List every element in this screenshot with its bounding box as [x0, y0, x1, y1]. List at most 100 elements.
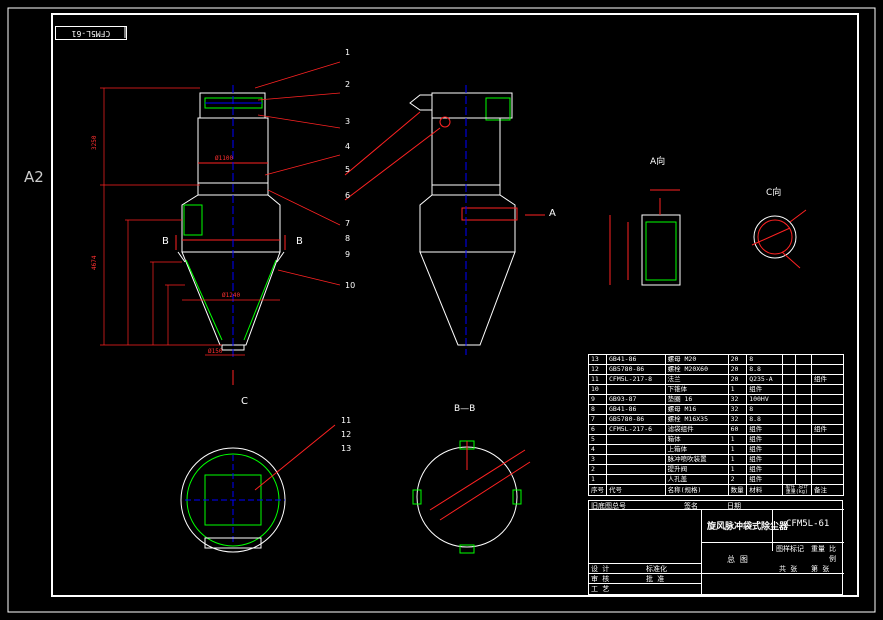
cell-w1	[781, 444, 797, 455]
cell-name: 滤袋组件	[664, 424, 729, 435]
svg-text:Ø150: Ø150	[208, 348, 223, 355]
cell-remark	[811, 434, 844, 445]
cell-remark	[811, 474, 844, 485]
review-label: 审 核	[591, 575, 610, 583]
cell-material: 8.8	[746, 414, 783, 425]
callout-11: 11	[341, 416, 352, 425]
cell-w2	[795, 354, 812, 365]
sheet-current: 第 张	[811, 565, 830, 573]
cell-remark	[811, 354, 844, 365]
header-total_weight: 总计	[798, 484, 809, 490]
cell-name: 螺母 M20	[664, 354, 729, 365]
cell-no: 12	[588, 364, 607, 375]
section-mark-b-right: B	[296, 236, 303, 247]
cell-w1	[781, 354, 797, 365]
standard-label: 标准化	[646, 565, 667, 573]
side-view	[344, 85, 545, 355]
section-arrows	[175, 235, 286, 385]
cell-remark	[811, 454, 844, 465]
cell-qty: 1	[727, 454, 748, 465]
front-dimensions	[100, 61, 341, 356]
svg-text:3250: 3250	[91, 135, 98, 150]
process-label: 工 艺	[591, 585, 610, 593]
assembly-label: 总 图	[727, 555, 748, 564]
cell-qty: 32	[727, 404, 748, 415]
cell-no: 13	[588, 354, 607, 365]
cell-w2	[795, 364, 812, 375]
callout-13: 13	[341, 444, 352, 453]
cell-no: 10	[588, 384, 607, 395]
cell-code	[606, 444, 666, 455]
cell-qty: 60	[727, 424, 748, 435]
inner-border	[51, 13, 859, 597]
cell-name: 脉冲喷吹装置	[664, 454, 729, 465]
weight-label: 重量	[811, 545, 825, 553]
cell-no: 4	[588, 444, 607, 455]
cell-material: 组件	[746, 384, 783, 395]
cell-w2	[795, 384, 812, 395]
cell-qty: 1	[727, 384, 748, 395]
cell-name: 螺母 M16	[664, 404, 729, 415]
header-qty: 数量	[727, 484, 748, 496]
cell-w2	[795, 394, 812, 405]
old-no-label: 旧底图总号	[591, 502, 626, 510]
sign-label: 签名	[684, 502, 698, 510]
cell-material: 8	[746, 404, 783, 415]
cell-code	[606, 464, 666, 475]
cell-qty: 1	[727, 444, 748, 455]
section-b-b	[412, 440, 531, 554]
cell-name: 垫圈 16	[664, 394, 729, 405]
mark-label: 图样标记	[776, 545, 804, 553]
callout-7: 7	[345, 219, 351, 228]
cell-material: 组件	[746, 464, 783, 475]
section-mark-b-left: B	[162, 236, 169, 247]
sheet-size-label: A2	[24, 168, 44, 186]
cell-name: 法兰	[664, 374, 729, 385]
cell-material: 组件	[746, 434, 783, 445]
cell-w1	[781, 424, 797, 435]
cell-w1	[781, 474, 797, 485]
cell-material: 8.8	[746, 364, 783, 375]
cell-w2	[795, 444, 812, 455]
section-bb-title: B—B	[454, 404, 476, 414]
callout-10: 10	[345, 281, 356, 290]
c-view	[751, 209, 807, 269]
drawing-code-tag: CFM5L-61	[55, 26, 127, 40]
cell-no: 3	[588, 454, 607, 465]
cell-name: 螺栓 M16X35	[664, 414, 729, 425]
cell-material: Q235-A	[746, 374, 783, 385]
sheets-total: 共 张	[779, 565, 798, 573]
cell-code: CFM5L-217-8	[606, 374, 666, 385]
cell-material: 8	[746, 354, 783, 365]
cell-qty: 20	[727, 354, 748, 365]
cell-material: 组件	[746, 424, 783, 435]
cell-code: GB5780-86	[606, 364, 666, 375]
a-view	[609, 189, 681, 286]
cell-material: 组件	[746, 474, 783, 485]
cell-w2	[795, 464, 812, 475]
cell-qty: 20	[727, 374, 748, 385]
a-view-title: A向	[650, 157, 666, 167]
cell-qty: 1	[727, 434, 748, 445]
cell-w2	[795, 414, 812, 425]
callout-5: 5	[345, 165, 351, 174]
header-weight: 单件 总计重量(kg)	[781, 484, 813, 496]
cell-qty: 1	[727, 464, 748, 475]
svg-text:Ø1240: Ø1240	[222, 292, 240, 299]
callout-6: 6	[345, 191, 351, 200]
cell-remark	[811, 394, 844, 405]
cell-w1	[781, 404, 797, 415]
cell-code	[606, 384, 666, 395]
cell-material: 100HV	[746, 394, 783, 405]
callout-4: 4	[345, 142, 351, 151]
cell-w2	[795, 454, 812, 465]
cell-qty: 2	[727, 474, 748, 485]
